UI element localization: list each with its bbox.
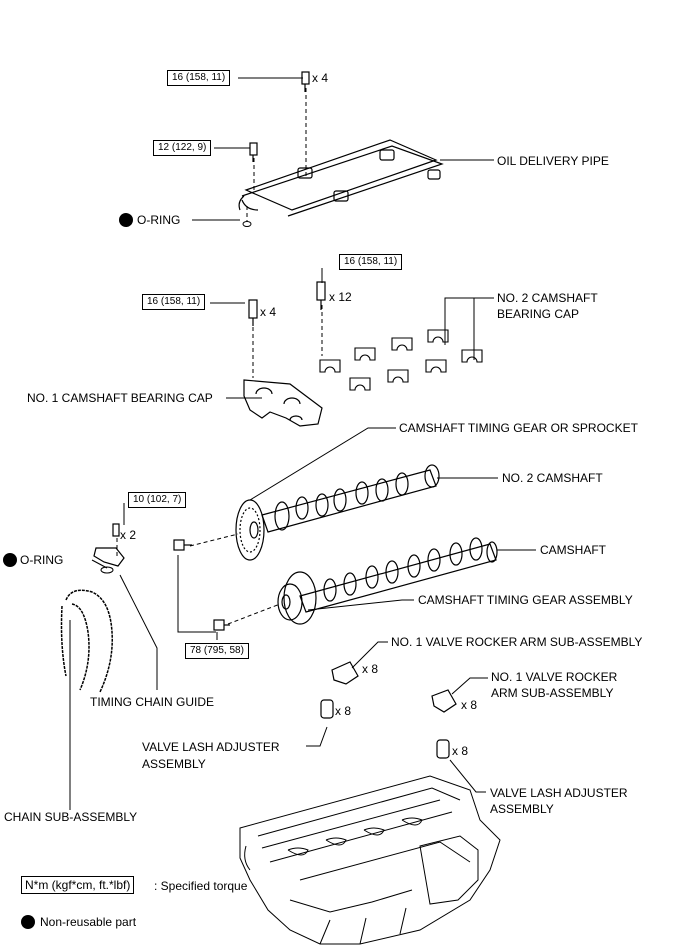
no1-bearing-cap [243,379,323,427]
camshaft [299,537,498,613]
torque-spec: 12 (122, 9) [153,140,212,156]
nonreusable-mark [119,213,133,227]
no2-bearing-caps [319,329,483,391]
quantity-label: x 4 [260,305,277,319]
oil-delivery-pipe [238,139,444,217]
torque-spec: 78 (795, 58) [185,643,249,659]
no2-bearing-cap-label-line2: BEARING CAP [497,307,580,321]
o-ring-top-shape [242,221,252,227]
legend-nonreusable-mark [21,915,35,929]
no2-bearing-cap-label-line1: NO. 2 CAMSHAFT [497,291,598,305]
quantity-label: x 4 [312,71,329,85]
timing-chain-guide-label: TIMING CHAIN GUIDE [90,695,215,709]
torque-spec: 16 (158, 11) [142,294,206,310]
timing-gear-assembly [277,571,317,625]
torque-spec: 16 (158, 11) [167,70,231,86]
lash-adjuster-label-2-line2: ASSEMBLY [490,802,554,816]
no2-camshaft-label: NO. 2 CAMSHAFT [502,471,603,485]
camshaft-label: CAMSHAFT [540,543,606,557]
timing-gear-sprocket-label: CAMSHAFT TIMING GEAR OR SPROCKET [399,421,638,435]
legend-torque-box: N*m (kgf*cm, ft.*lbf) [21,876,135,894]
quantity-label: x 8 [362,662,379,676]
dashed-axes [116,88,323,625]
oil-delivery-pipe-label: OIL DELIVERY PIPE [497,154,609,168]
no2-camshaft [261,464,440,533]
chain-sub-assembly-label: CHAIN SUB-ASSEMBLY [4,810,138,824]
rocker-arm-label-2-line1: NO. 1 VALVE ROCKER [491,670,618,684]
quantity-label: x 2 [120,528,137,542]
torque-spec: 10 (102, 7) [128,492,187,508]
cylinder-head [239,775,501,945]
pipe-bolts [249,71,310,162]
o-ring-left-label: O-RING [20,553,64,567]
timing-gear-assembly-label: CAMSHAFT TIMING GEAR ASSEMBLY [418,593,633,607]
lash-adjuster-label-2-line1: VALVE LASH ADJUSTER [490,786,628,800]
quantity-label: x 8 [335,704,352,718]
sprocket-bolt [173,539,192,551]
timing-chain-guide [93,523,125,567]
legend-nonreusable-text: Non-reusable part [40,915,137,929]
legend-torque-text: : Specified torque [154,879,248,893]
rocker-arms [331,661,457,713]
o-ring-left-shape [100,566,114,574]
lash-adjuster-label-line2: ASSEMBLY [142,757,206,771]
rocker-arm-label-2-line2: ARM SUB-ASSEMBLY [491,686,614,700]
chain-shape [60,589,113,693]
lash-adjusters [320,699,450,759]
torque-spec: 16 (158, 11) [339,254,403,270]
quantity-label: x 8 [461,698,478,712]
lash-adjuster-label-line1: VALVE LASH ADJUSTER [142,740,280,754]
camshaft-sprocket [235,499,265,561]
no1-bearing-cap-label: NO. 1 CAMSHAFT BEARING CAP [27,391,213,405]
gear-bolt [213,619,230,631]
bearing-cap-bolts [248,281,326,326]
rocker-arm-label: NO. 1 VALVE ROCKER ARM SUB-ASSEMBLY [391,635,643,649]
leader-lines [69,77,536,810]
o-ring-top-label: O-RING [137,213,181,227]
quantity-label: x 12 [329,290,352,304]
quantity-label: x 8 [452,744,469,758]
nonreusable-mark [3,553,17,567]
